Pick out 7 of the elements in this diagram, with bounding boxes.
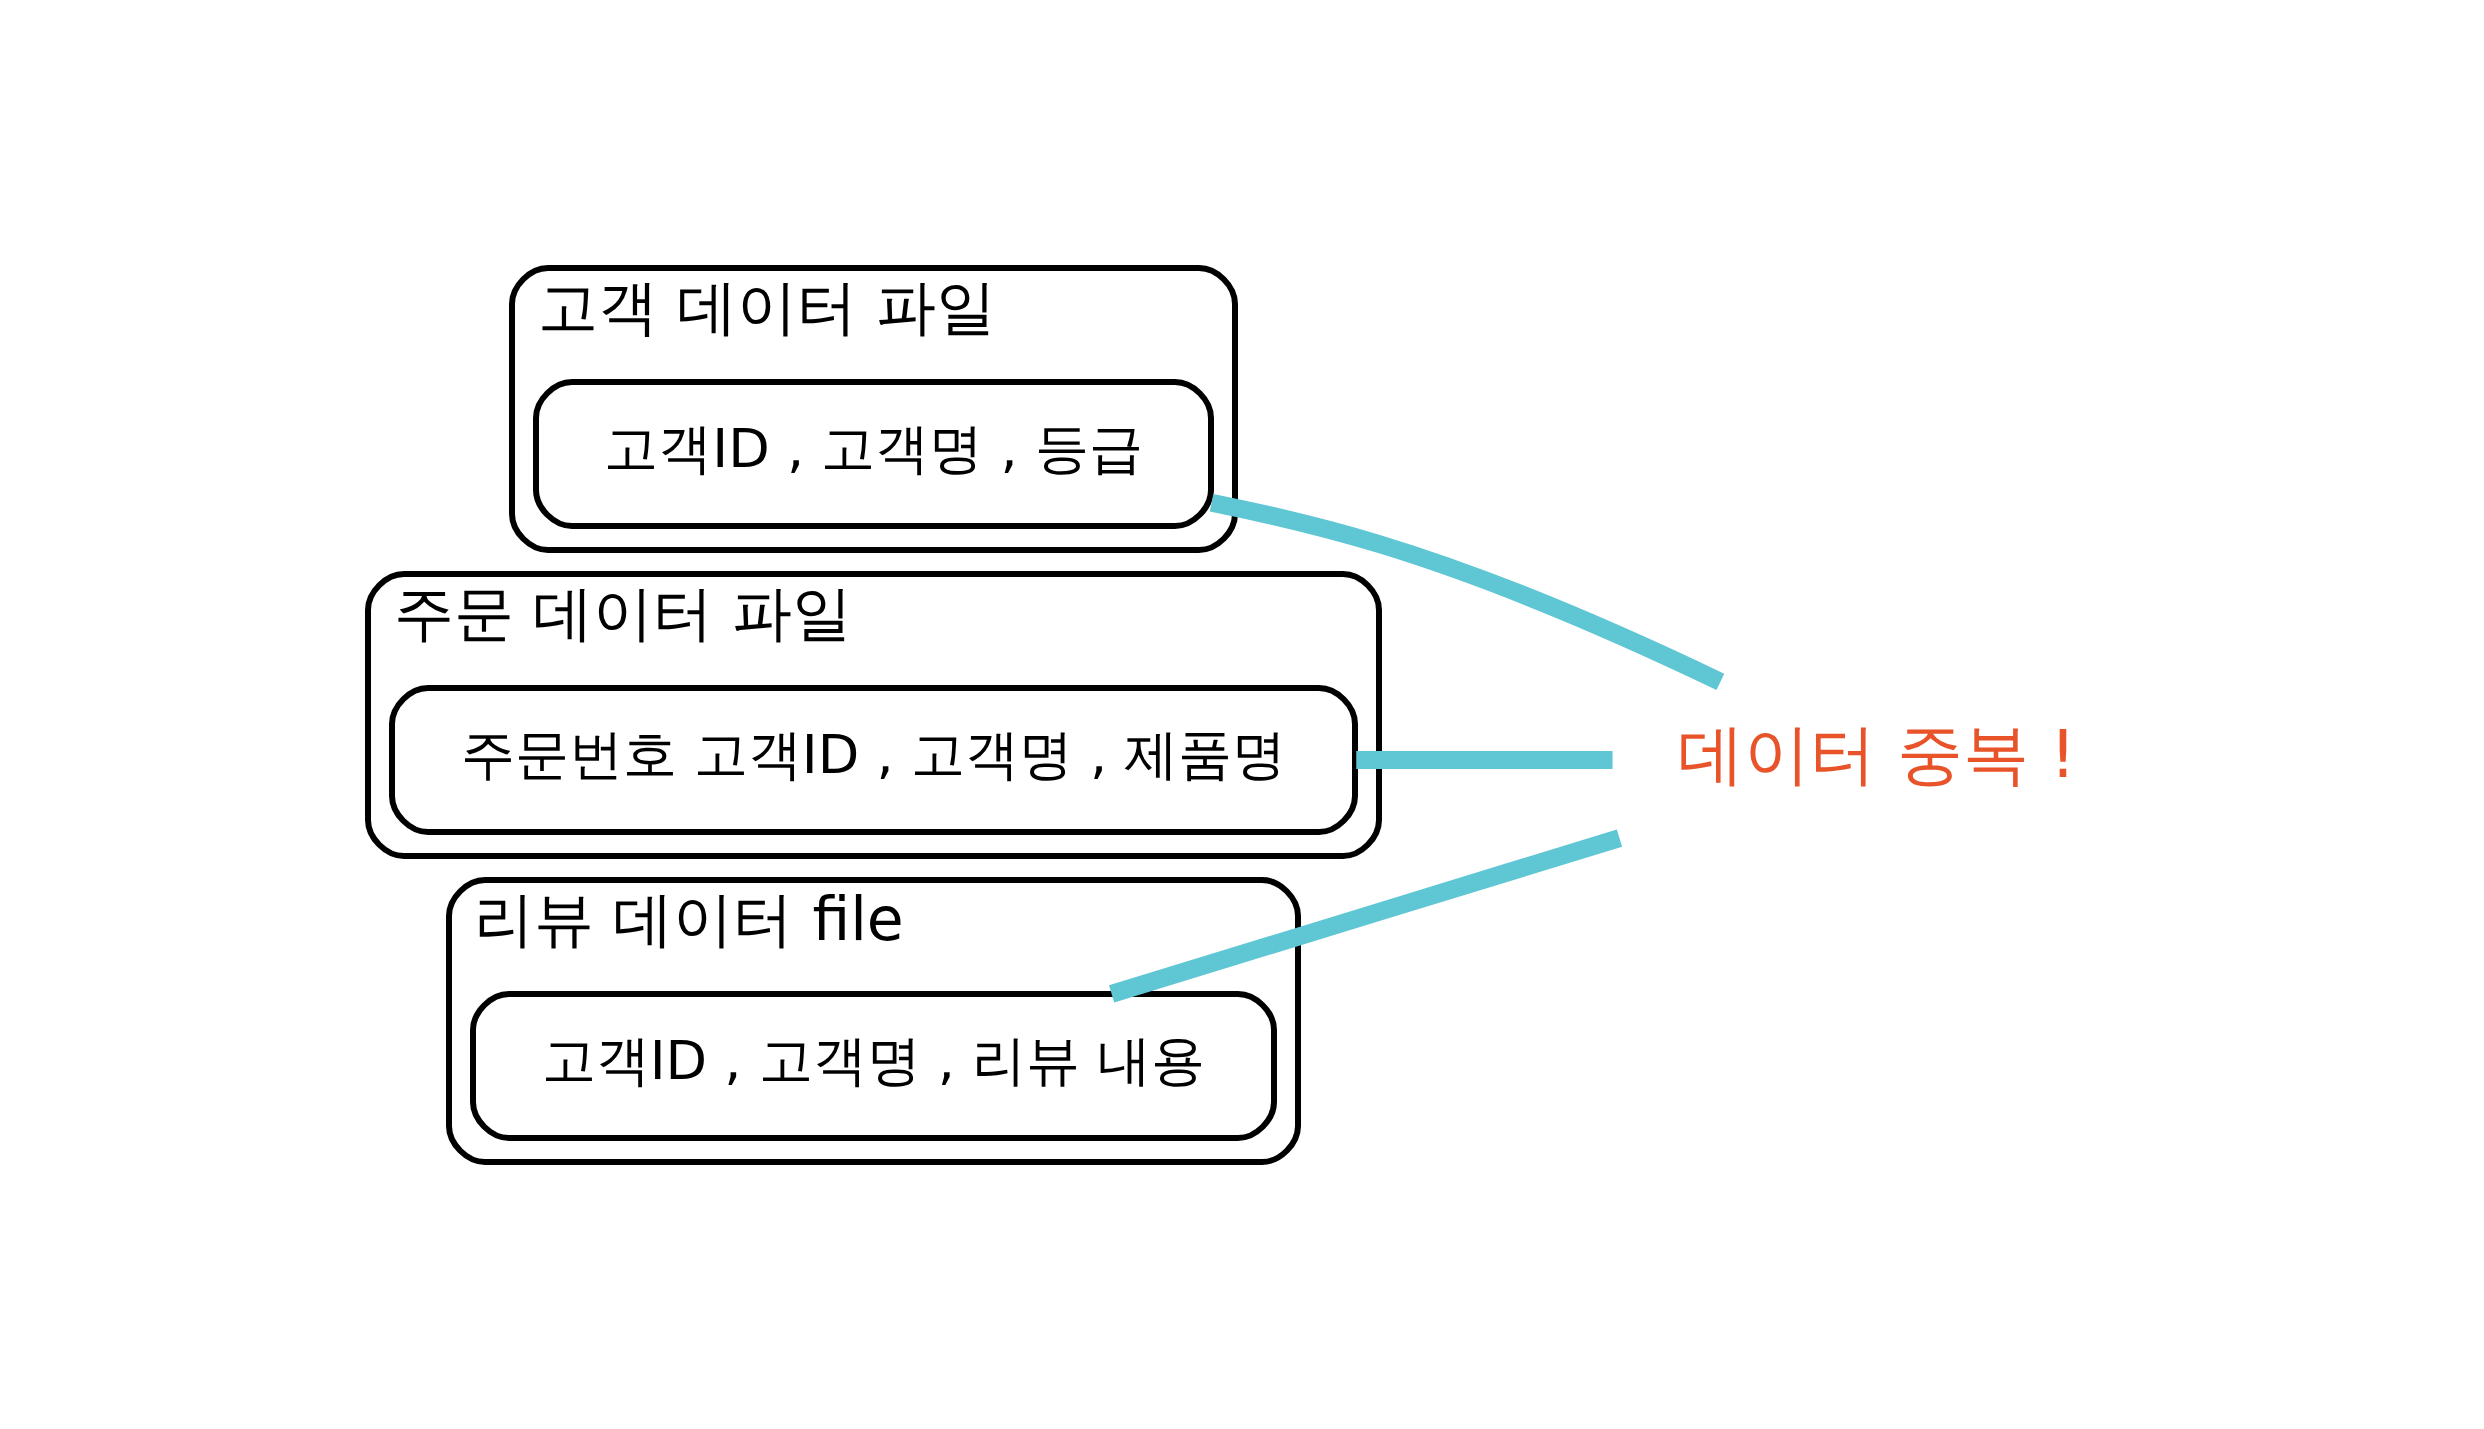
node-box: 고객ID , 고객명 , 등급	[532, 378, 1214, 529]
node-box: 주문번호 고객ID , 고객명 , 제품명	[388, 684, 1358, 835]
connector	[1355, 750, 1613, 769]
node-box: 고객ID , 고객명 , 리뷰 내용	[469, 990, 1277, 1141]
connector	[1209, 493, 1724, 690]
node-text: 데이터 중복 !	[1677, 715, 2076, 793]
connector	[1108, 829, 1622, 1002]
